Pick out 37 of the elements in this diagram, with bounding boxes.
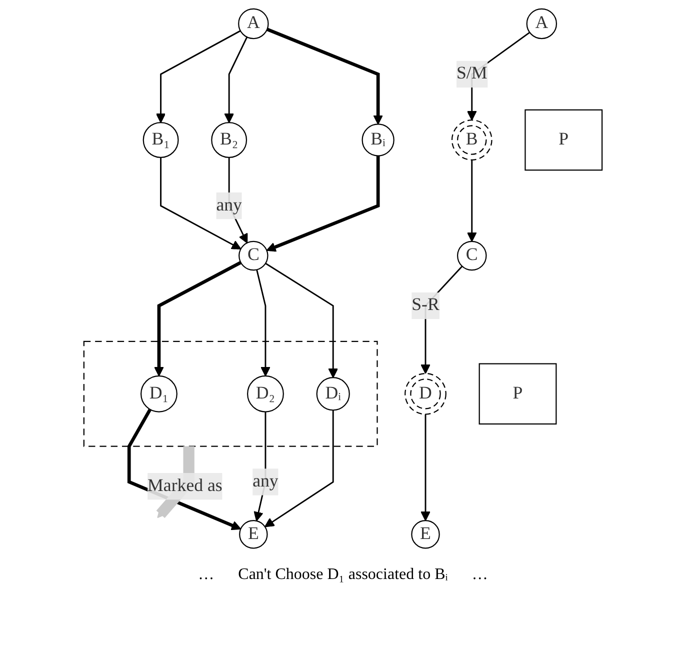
arrow xyxy=(256,270,270,376)
cluster xyxy=(83,340,378,447)
arrow xyxy=(224,36,248,124)
node-circle xyxy=(362,124,394,156)
flow-diagram: any any S/M S-R Marked as A B₁ B₂ Bᵢ C D₁ D₂ Dᵢ E A B P C D P E xyxy=(75,0,611,560)
edge-label: S-R xyxy=(412,296,440,315)
node-circle xyxy=(404,372,446,415)
note-text: Can't Choose D₁ associated to Bᵢ xyxy=(238,566,448,584)
node-circle xyxy=(526,8,558,40)
node-circle xyxy=(457,240,487,271)
node-circle xyxy=(140,375,178,412)
arrow xyxy=(154,261,242,376)
arrow xyxy=(160,157,242,250)
node-circle xyxy=(211,122,248,158)
node-circle xyxy=(142,122,179,158)
node-circle xyxy=(451,120,492,160)
node-circle xyxy=(316,377,350,411)
node-box xyxy=(524,109,603,171)
arrow xyxy=(467,160,477,242)
arrow xyxy=(265,262,338,378)
note-text: … xyxy=(198,566,214,584)
edge-label: any xyxy=(216,196,242,215)
arrow xyxy=(156,30,241,124)
arrow xyxy=(266,28,383,125)
arrow xyxy=(266,156,380,252)
node-circle xyxy=(247,375,284,412)
arrow xyxy=(420,414,430,521)
edge-label: Marked as xyxy=(148,476,222,496)
arrow xyxy=(264,410,334,528)
node-circle xyxy=(411,520,440,549)
node-circle xyxy=(239,520,268,549)
node-circle xyxy=(238,8,269,40)
node-box xyxy=(478,363,557,425)
note-text: … xyxy=(472,566,488,584)
node-circle xyxy=(238,240,268,271)
edge-label: S/M xyxy=(456,64,488,84)
edge-label: any xyxy=(252,472,278,491)
